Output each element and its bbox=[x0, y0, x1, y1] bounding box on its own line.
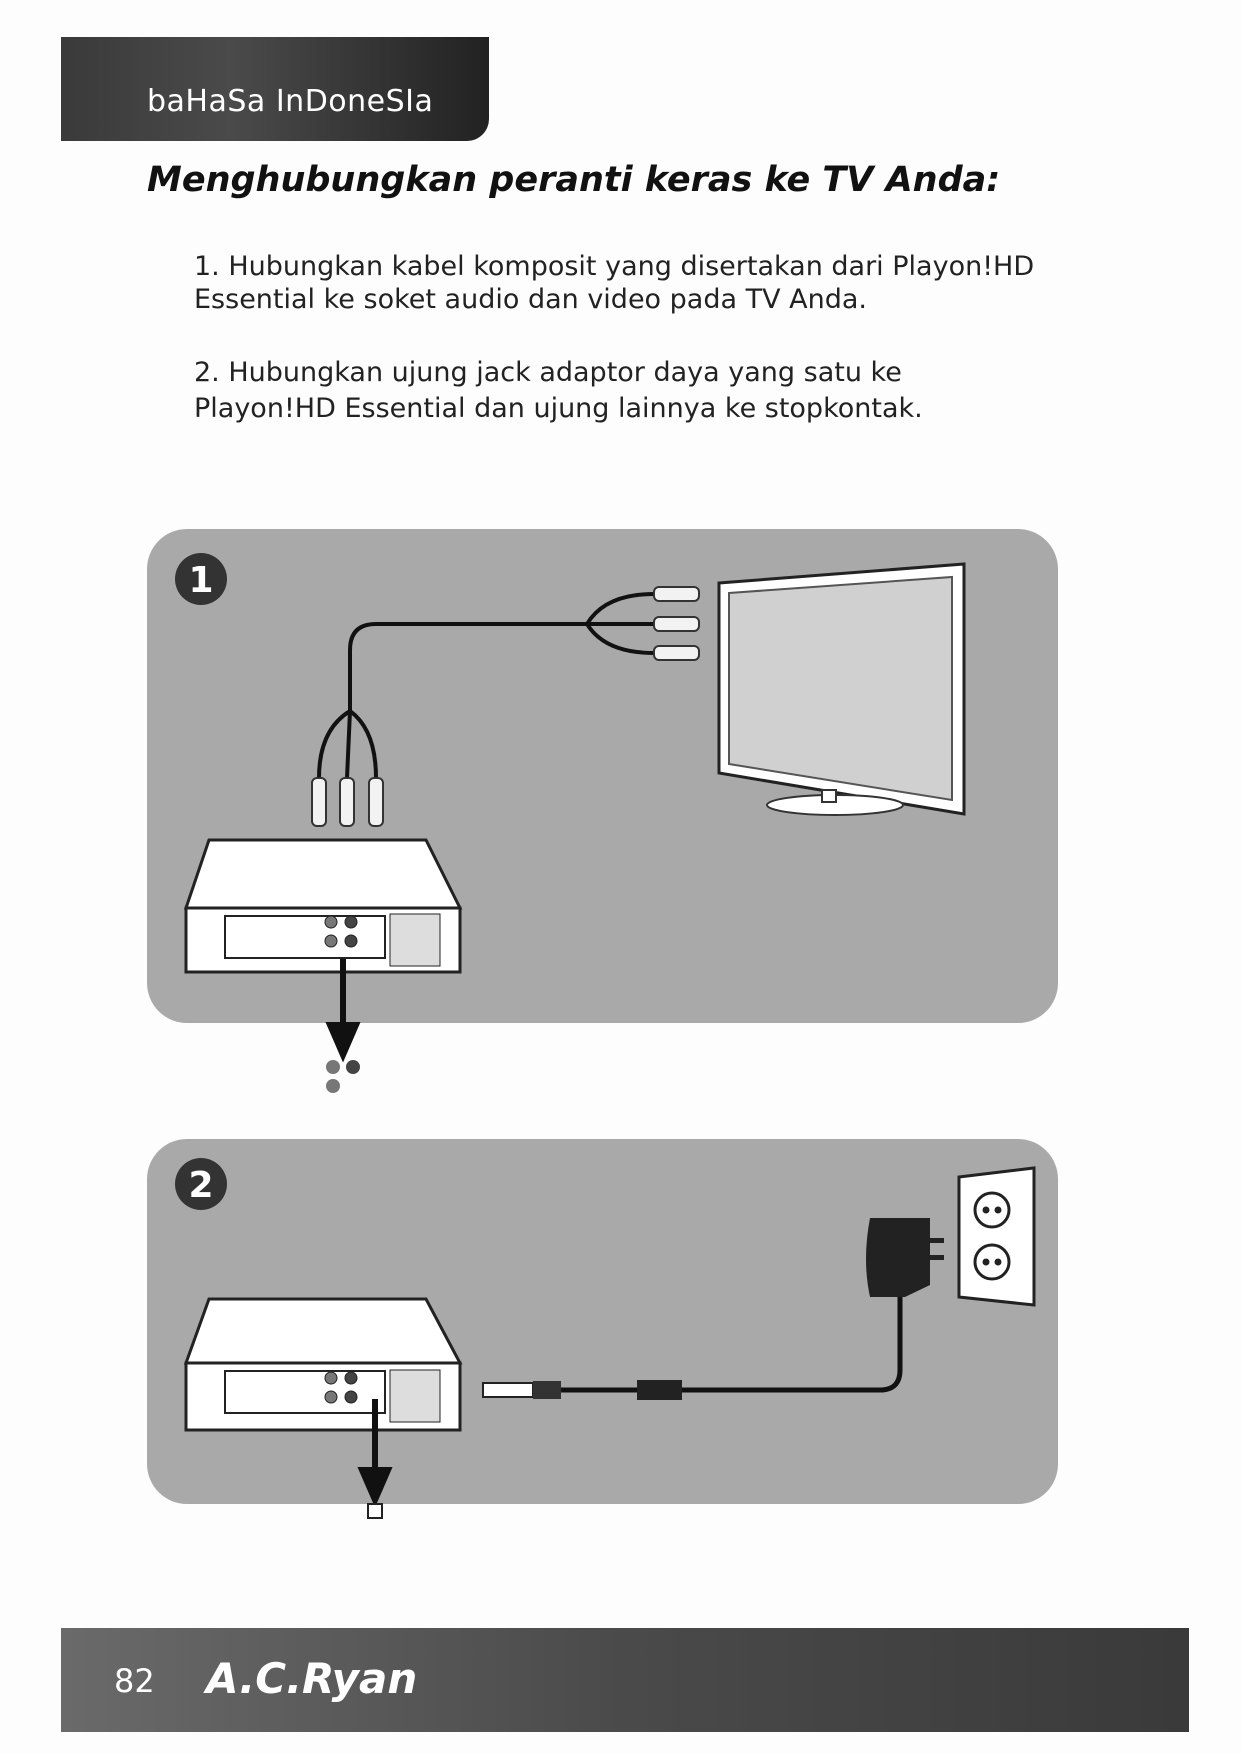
media-player-icon bbox=[183, 838, 463, 974]
page-number: 82 bbox=[114, 1662, 155, 1700]
language-tab: baHaSa InDoneSIa bbox=[61, 37, 489, 141]
arrow-down-icon bbox=[357, 1399, 393, 1508]
rca-plugs-icon bbox=[311, 586, 700, 827]
media-player-icon bbox=[183, 1297, 463, 1432]
step-1-badge bbox=[175, 553, 227, 605]
step-2-line-2: Playon!HD Essential dan ujung lainnya ke… bbox=[194, 393, 923, 424]
step-1-line-1: 1. Hubungkan kabel komposit yang diserta… bbox=[194, 251, 1035, 282]
composite-cable-icon bbox=[317, 592, 655, 779]
step-2-line-1: 2. Hubungkan ujung jack adaptor daya yan… bbox=[194, 357, 902, 388]
language-label: baHaSa InDoneSIa bbox=[147, 84, 434, 119]
page-footer: 82 A.C.Ryan bbox=[61, 1628, 1189, 1732]
page-title: Menghubungkan peranti keras ke TV Anda: bbox=[147, 160, 1001, 200]
step-1-line-2: Essential ke soket audio dan video pada … bbox=[194, 284, 867, 315]
tv-icon bbox=[717, 562, 966, 816]
power-adapter-icon bbox=[482, 1218, 944, 1400]
wall-outlet-icon bbox=[957, 1166, 1036, 1307]
step-2-badge bbox=[175, 1158, 227, 1210]
step-2-badge-number: 2 bbox=[188, 1165, 213, 1206]
av-jacks-icon bbox=[326, 1060, 360, 1093]
arrow-down-icon bbox=[325, 959, 361, 1063]
brand-logo: A.C.Ryan bbox=[206, 1654, 418, 1703]
dc-jack-icon bbox=[367, 1503, 383, 1519]
step-1-badge-number: 1 bbox=[188, 560, 213, 601]
